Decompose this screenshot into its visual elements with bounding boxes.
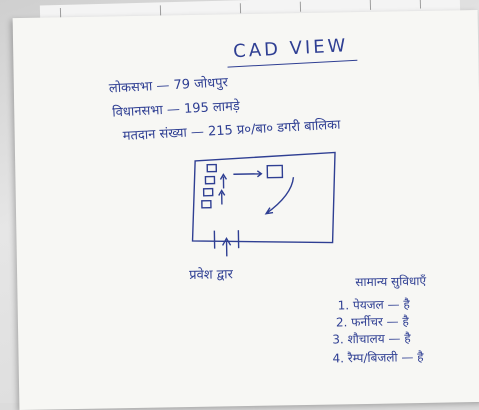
- exit-arrow: [264, 177, 295, 215]
- flow-arrow-right: [233, 170, 263, 178]
- booth-layout-sketch: [191, 151, 336, 257]
- form-cell-divider: [299, 1, 302, 12]
- paper-sheet: CAD VIEW लोकसभा — 79 जोधपुर विधानसभा — 1…: [12, 9, 479, 410]
- voting-compartment-box: [266, 164, 284, 179]
- entrance-label: प्रवेश द्वार: [189, 267, 234, 284]
- detail-line-booth: मतदान संख्या — 215 प्र०/बा० डगरी बालिका: [122, 117, 341, 144]
- facility-item-ramp: 4. रैम्प/बिजली — है: [332, 349, 424, 366]
- facilities-title: सामान्य सुविधाएँ: [355, 273, 427, 290]
- form-cell-divider: [369, 0, 372, 10]
- form-cell-divider: [419, 0, 422, 9]
- form-cell-divider: [159, 5, 162, 16]
- form-cell-divider: [239, 3, 242, 14]
- door-posts: [213, 230, 240, 249]
- facility-item-toilet: 3. शौचालय — है: [332, 331, 411, 347]
- detail-line-loksabha: लोकसभा — 79 जोधपुर: [108, 75, 229, 97]
- entrance-arrow: [222, 236, 232, 257]
- page-title: CAD VIEW: [232, 35, 349, 63]
- facility-item-water: 1. पेयजल — है: [337, 297, 410, 313]
- flow-arrow-up-1: [219, 173, 228, 189]
- desk-box-4: [201, 199, 212, 209]
- detail-line-vidhansabha: विधानसभा — 195 लामड़े: [111, 98, 241, 121]
- desk-box-1: [206, 163, 218, 173]
- room-outline: [191, 151, 336, 244]
- desk-box-3: [202, 187, 214, 197]
- facility-item-furniture: 2. फर्नीचर — है: [335, 314, 409, 330]
- desk-box-2: [204, 175, 216, 185]
- flow-arrow-up-2: [218, 189, 226, 205]
